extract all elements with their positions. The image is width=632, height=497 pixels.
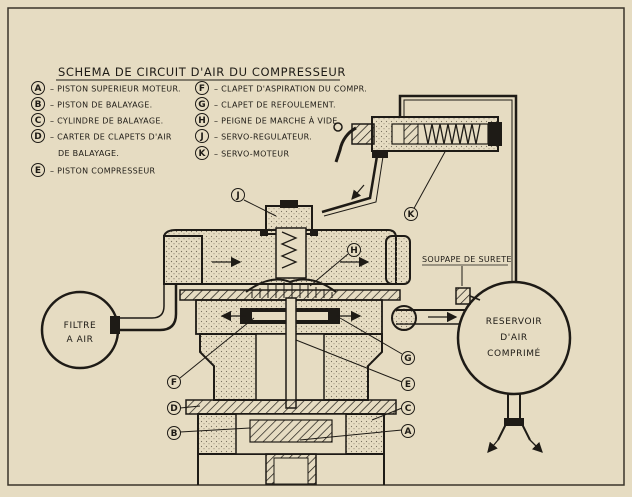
- legend-item-j: J – SERVO-REGULATEUR.: [195, 129, 312, 143]
- compressor-assembly: [163, 200, 411, 485]
- svg-text:G: G: [404, 354, 411, 364]
- pointer-c: [371, 407, 403, 421]
- servo-link-rod: [321, 149, 380, 214]
- svg-text:B: B: [35, 100, 42, 110]
- legend-item-g: G – CLAPET DE REFOULEMENT.: [195, 97, 336, 111]
- svg-text:H: H: [350, 246, 358, 256]
- svg-text:E: E: [35, 166, 41, 176]
- pointer-k: [411, 149, 447, 213]
- reservoir-label-1: RESERVOIR: [486, 317, 543, 327]
- reservoir-label-2: D'AIR: [500, 333, 527, 343]
- svg-text:A: A: [405, 427, 412, 437]
- legend-item-d: D – CARTER DE CLAPETS D'AIR DE BALAYAGE.: [31, 129, 172, 158]
- svg-text:– CLAPET DE REFOULEMENT.: – CLAPET DE REFOULEMENT.: [214, 101, 336, 110]
- svg-text:F: F: [199, 84, 205, 94]
- pointer-d: [179, 405, 201, 409]
- safety-valve: [455, 287, 471, 305]
- legend-left: A – PISTON SUPERIEUR MOTEUR. B – PISTON …: [31, 81, 181, 177]
- svg-text:– PEIGNE DE MARCHE À VIDE.: – PEIGNE DE MARCHE À VIDE.: [214, 115, 340, 126]
- svg-text:C: C: [35, 116, 42, 126]
- svg-text:– PISTON COMPRESSEUR: – PISTON COMPRESSEUR: [50, 167, 156, 176]
- pipe-servo-to-tank-inner: [403, 99, 513, 282]
- svg-text:G: G: [198, 100, 205, 110]
- svg-text:H: H: [198, 116, 206, 126]
- svg-text:B: B: [171, 429, 178, 439]
- servo-end-cap: [351, 123, 375, 145]
- callout-e: E: [401, 377, 415, 391]
- filter-inlet-pipe: [118, 284, 178, 332]
- servo-end-nut: [488, 122, 502, 146]
- pointer-j: [243, 199, 277, 217]
- piston-rod: [285, 297, 297, 409]
- pointer-h: [309, 253, 349, 287]
- svg-text:J: J: [199, 132, 203, 142]
- pointer-a: [299, 429, 403, 441]
- callout-j: J: [231, 188, 245, 202]
- legend-item-e: E – PISTON COMPRESSEUR: [31, 163, 156, 177]
- legend-item-k: K – SERVO-MOTEUR: [195, 146, 289, 160]
- callout-b: B: [167, 426, 181, 440]
- callout-c: C: [401, 401, 415, 415]
- pipe-servo-to-tank: [398, 94, 518, 282]
- regulator-spring: [280, 231, 298, 269]
- filter-label-1: FILTRE: [64, 321, 97, 331]
- frame-border: [7, 7, 625, 486]
- callout-h: H: [347, 243, 361, 257]
- callout-g: G: [401, 351, 415, 365]
- callout-d: D: [167, 401, 181, 415]
- pointer-b: [179, 427, 251, 433]
- filter-label-2: A AIR: [66, 335, 93, 345]
- legend-item-f: F – CLAPET D'ASPIRATION DU COMPR.: [195, 81, 367, 95]
- diagram-title: SCHEMA DE CIRCUIT D'AIR DU COMPRESSEUR: [58, 65, 346, 79]
- idle-comb: [245, 278, 337, 293]
- callout-a: A: [401, 424, 415, 438]
- reservoir-tank: [456, 280, 572, 396]
- valve-carter: [185, 399, 397, 415]
- legend-right: F – CLAPET D'ASPIRATION DU COMPR. G – CL…: [195, 81, 367, 160]
- svg-text:D: D: [170, 404, 177, 414]
- legend-item-h: H – PEIGNE DE MARCHE À VIDE.: [195, 113, 340, 127]
- rod-arrow: [351, 184, 365, 200]
- servo-motor: [321, 94, 518, 282]
- air-reservoir: RESERVOIR D'AIR COMPRIMÉ SOUPAPE DE SURE…: [391, 255, 572, 453]
- svg-text:K: K: [408, 210, 416, 220]
- svg-text:– CYLINDRE DE BALAYAGE.: – CYLINDRE DE BALAYAGE.: [50, 117, 164, 126]
- air-filter: FILTRE A AIR: [40, 284, 178, 370]
- svg-text:A: A: [35, 84, 42, 94]
- pointer-g: [339, 317, 403, 355]
- svg-text:– CLAPET D'ASPIRATION DU COMPR: – CLAPET D'ASPIRATION DU COMPR.: [214, 85, 367, 94]
- callout-f: F: [167, 375, 181, 389]
- svg-text:K: K: [199, 149, 207, 159]
- svg-text:F: F: [171, 378, 177, 388]
- svg-text:D: D: [34, 132, 41, 142]
- pointer-f: [179, 317, 255, 379]
- reservoir-outlet: [497, 394, 531, 441]
- svg-text:C: C: [405, 404, 412, 414]
- safety-valve-label: SOUPAPE DE SURETE: [422, 255, 512, 264]
- svg-text:DE BALAYAGE.: DE BALAYAGE.: [58, 149, 119, 158]
- svg-text:– SERVO-REGULATEUR.: – SERVO-REGULATEUR.: [214, 133, 312, 142]
- svg-text:E: E: [405, 380, 411, 390]
- servo-spring: [423, 123, 481, 145]
- svg-text:– PISTON DE BALAYAGE.: – PISTON DE BALAYAGE.: [50, 101, 152, 110]
- pointer-e: [295, 339, 403, 383]
- callout-k: K: [404, 207, 418, 221]
- svg-text:– PISTON SUPERIEUR MOTEUR.: – PISTON SUPERIEUR MOTEUR.: [50, 85, 181, 94]
- legend-item-b: B – PISTON DE BALAYAGE.: [31, 97, 152, 111]
- svg-text:– SERVO-MOTEUR: – SERVO-MOTEUR: [214, 150, 289, 159]
- legend-item-a: A – PISTON SUPERIEUR MOTEUR.: [31, 81, 181, 95]
- svg-text:– CARTER DE CLAPETS D'AIR: – CARTER DE CLAPETS D'AIR: [50, 133, 172, 142]
- servo-lever: [334, 126, 357, 163]
- legend-item-c: C – CYLINDRE DE BALAYAGE.: [31, 113, 164, 127]
- svg-text:J: J: [235, 191, 239, 201]
- reservoir-label-3: COMPRIMÉ: [487, 347, 541, 359]
